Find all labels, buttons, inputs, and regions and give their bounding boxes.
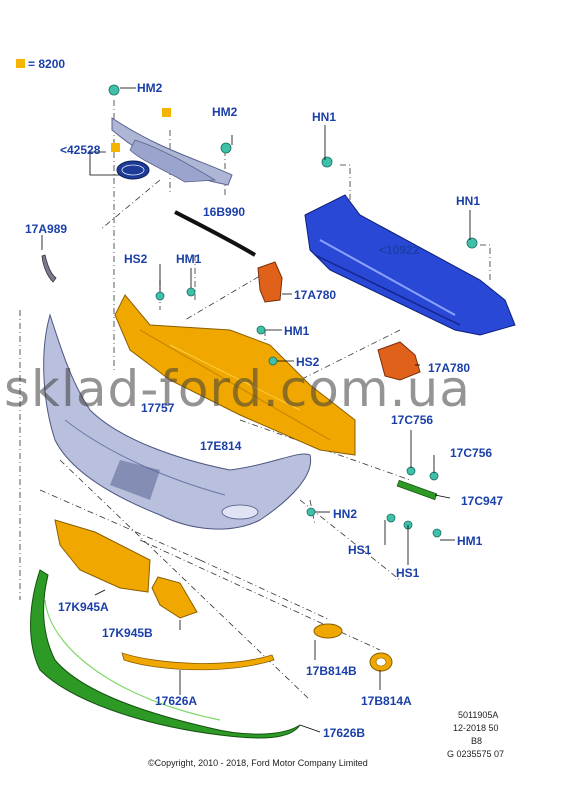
label-hm1-c: HM1 <box>457 534 483 548</box>
label-10922: <10922 <box>379 243 420 257</box>
copyright: ©Copyright, 2010 - 2018, Ford Motor Comp… <box>148 758 368 768</box>
label-17757: 17757 <box>141 401 175 415</box>
bracket-17a780-upper <box>257 261 283 303</box>
bracket-small-17a989 <box>41 254 57 283</box>
ref-date: 12-2018 50 <box>453 723 499 733</box>
label-17a780-b: 17A780 <box>428 361 471 375</box>
grille-lower-17k945a <box>54 519 151 593</box>
grille-upper <box>111 117 233 186</box>
bumper-reinforcement <box>304 194 516 336</box>
lip-spoiler-17626b <box>30 569 301 739</box>
label-hm2-b: HM2 <box>212 105 238 119</box>
label-17c756-a: 17C756 <box>391 413 434 427</box>
bracket-17a780-lower <box>377 341 421 381</box>
seal-strip <box>174 210 257 257</box>
ref-number: 5011905A <box>458 710 499 720</box>
fog-bezel-17b814b <box>313 623 343 639</box>
trim-strip-17626a <box>121 652 275 671</box>
ford-oval-badge <box>116 160 150 180</box>
label-hs2-a: HS2 <box>124 252 148 266</box>
label-hm1-b: HM1 <box>284 324 310 338</box>
label-17a780-a: 17A780 <box>294 288 337 302</box>
label-17k945a: 17K945A <box>58 600 109 614</box>
clip-strip-17c947 <box>396 479 438 501</box>
grille-insert-17k945b <box>151 576 198 619</box>
label-17b814a: 17B814A <box>361 694 412 708</box>
label-17626a: 17626A <box>155 694 198 708</box>
label-17c947: 17C947 <box>461 494 504 508</box>
energy-absorber-17e814 <box>114 294 356 456</box>
label-hn2: HN2 <box>333 507 358 521</box>
label-hs2-b: HS2 <box>296 355 320 369</box>
watermark: sklad-ford.com.ua <box>4 360 471 418</box>
label-hs1-a: HS1 <box>348 543 372 557</box>
label-17b814b: 17B814B <box>306 664 357 678</box>
label-hn1-a: HN1 <box>312 110 337 124</box>
ref-code: B8 <box>471 736 483 746</box>
label-hm1-a: HM1 <box>176 252 202 266</box>
legend-marker-badge <box>111 143 120 152</box>
label-17a989: 17A989 <box>25 222 68 236</box>
label-17626b: 17626B <box>323 726 366 740</box>
legend-marker <box>16 59 25 68</box>
label-hn1-b: HN1 <box>456 194 481 208</box>
legend-text: = 8200 <box>28 57 66 71</box>
bumper-cover-17757 <box>43 313 312 530</box>
ref-id: G 0235575 07 <box>447 749 505 759</box>
label-16b990: 16B990 <box>203 205 246 219</box>
label-42528: <42528 <box>60 143 101 157</box>
label-hm2-a: HM2 <box>137 81 163 95</box>
label-hs1-b: HS1 <box>396 566 420 580</box>
label-17c756-b: 17C756 <box>450 446 493 460</box>
legend-marker-grille <box>162 108 171 117</box>
label-17e814: 17E814 <box>200 439 242 453</box>
label-17k945b: 17K945B <box>102 626 153 640</box>
